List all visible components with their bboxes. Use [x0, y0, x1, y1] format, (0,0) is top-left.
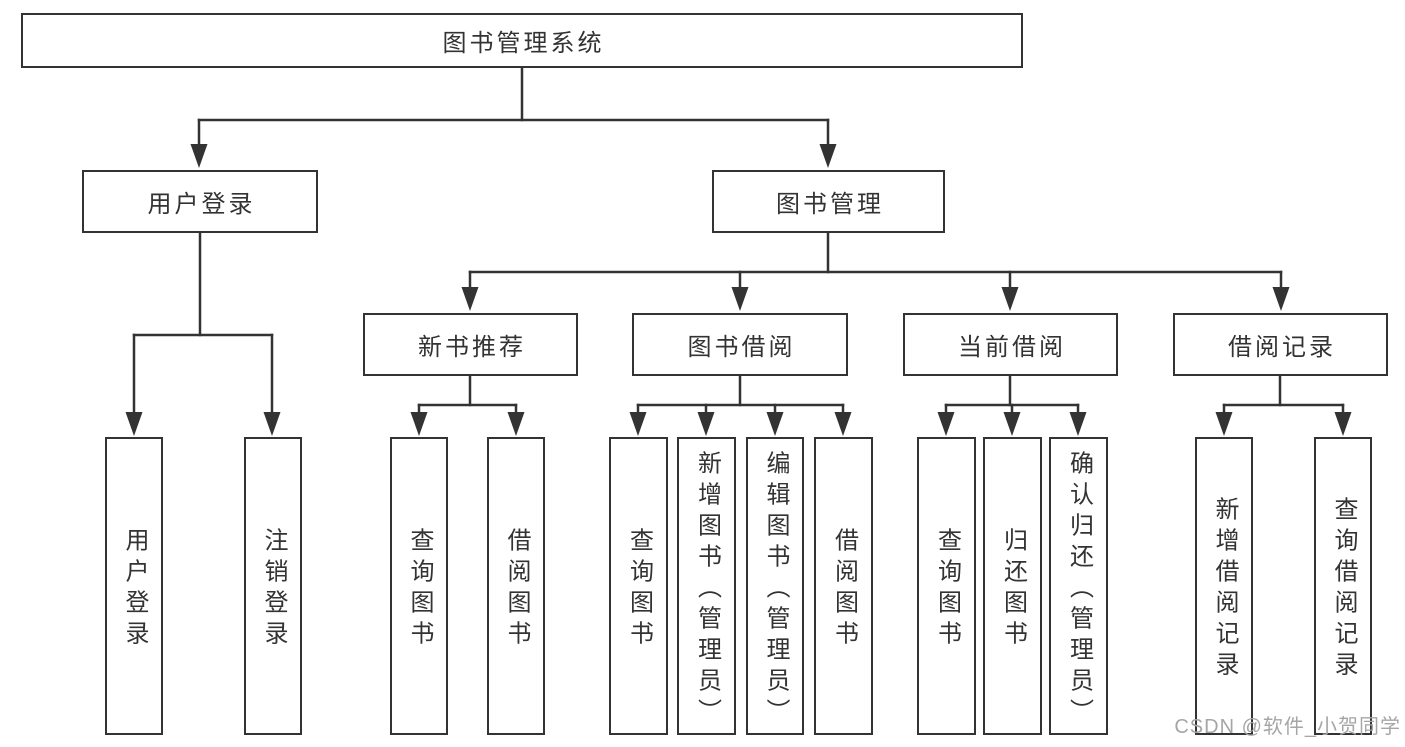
arrowhead — [819, 144, 837, 168]
node-label: 查询图书 — [406, 527, 433, 652]
leaf-add-book-admin: 新增图书（管理员） — [677, 437, 736, 735]
leaf-borrow-books: 借阅图书 — [814, 437, 873, 735]
node-user-login: 用户登录 — [82, 170, 318, 233]
node-label: 新书推荐 — [418, 334, 526, 361]
node-label: 新增借阅记录 — [1211, 496, 1238, 683]
arrowhead — [1272, 287, 1290, 311]
node-book-management: 图书管理 — [712, 170, 945, 233]
arrowhead — [1001, 287, 1019, 311]
node-label: 查询图书 — [933, 527, 961, 652]
node-label: 编辑图书（管理员） — [762, 450, 789, 729]
node-label: 用户登录 — [121, 527, 148, 652]
arrowhead — [834, 412, 852, 436]
node-label: 归还图书 — [999, 527, 1027, 652]
arrowhead — [1334, 412, 1352, 436]
leaf-return-books: 归还图书 — [983, 437, 1042, 735]
node-library-management-system: 图书管理系统 — [21, 13, 1023, 68]
arrowhead — [629, 412, 647, 436]
arrowhead — [1069, 412, 1087, 436]
node-label: 借阅图书 — [503, 527, 530, 652]
node-label: 借阅记录 — [1228, 334, 1336, 361]
leaf-add-borrow-record: 新增借阅记录 — [1195, 437, 1253, 735]
leaf-edit-book-admin: 编辑图书（管理员） — [746, 437, 804, 735]
leaf-confirm-return-admin: 确认归还（管理员） — [1049, 437, 1108, 735]
node-label: 用户登录 — [147, 191, 256, 218]
node-label: 图书借阅 — [687, 334, 796, 361]
node-label: 查询图书 — [625, 527, 653, 652]
node-label: 新增图书（管理员） — [693, 450, 721, 729]
node-label: 图书管理系统 — [442, 30, 605, 57]
csdn-watermark: CSDN @软件_小贺同学 — [1174, 716, 1401, 738]
leaf-borrow-books-recommend: 借阅图书 — [487, 437, 545, 735]
node-book-borrowing: 图书借阅 — [632, 313, 848, 376]
node-borrowing-records: 借阅记录 — [1173, 313, 1388, 376]
arrowhead — [1215, 412, 1233, 436]
arrowhead — [410, 412, 428, 436]
node-label: 确认归还（管理员） — [1065, 450, 1093, 729]
arrowhead — [263, 412, 281, 436]
arrowhead — [697, 412, 715, 436]
arrowhead — [766, 412, 784, 436]
arrowhead — [190, 144, 208, 168]
arrowhead — [1003, 412, 1021, 436]
node-label: 当前借阅 — [958, 334, 1066, 361]
node-label: 查询借阅记录 — [1330, 496, 1357, 683]
arrowhead — [125, 412, 143, 436]
leaf-query-books-recommend: 查询图书 — [390, 437, 448, 735]
node-new-book-recommend: 新书推荐 — [363, 313, 578, 376]
node-current-borrowing: 当前借阅 — [903, 313, 1118, 376]
leaf-query-borrow-record: 查询借阅记录 — [1314, 437, 1372, 735]
arrowhead — [937, 412, 955, 436]
leaf-user-login: 用户登录 — [105, 437, 163, 735]
node-label: 借阅图书 — [830, 527, 858, 652]
arrowhead — [731, 287, 749, 311]
leaf-logout: 注销登录 — [244, 437, 302, 735]
leaf-query-books-borrowing: 查询图书 — [609, 437, 668, 735]
arrowhead — [507, 412, 525, 436]
node-label: 注销登录 — [260, 527, 287, 652]
node-label: 图书管理 — [776, 191, 884, 218]
leaf-query-books-current: 查询图书 — [917, 437, 976, 735]
arrowhead — [461, 287, 479, 311]
